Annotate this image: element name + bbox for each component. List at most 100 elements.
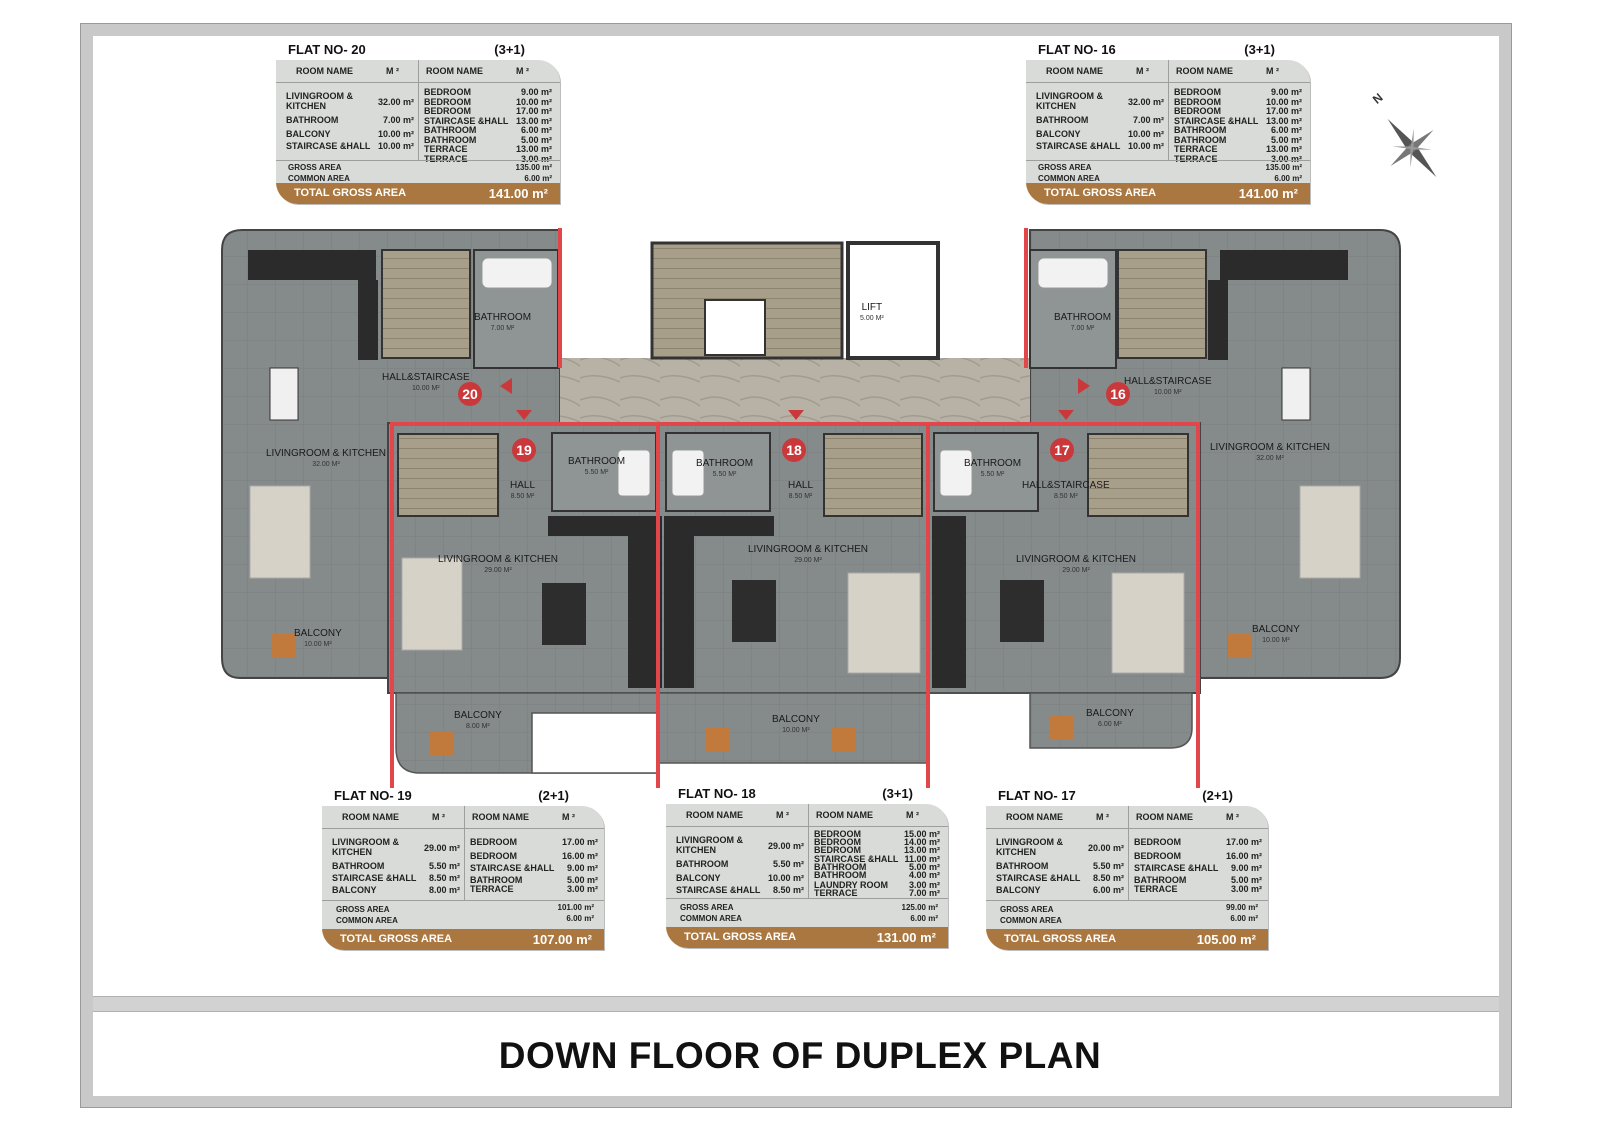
col-header-m2: M ² — [386, 66, 399, 76]
total-gross-area-bar: TOTAL GROSS AREA 141.00 m² — [276, 183, 560, 204]
col-header-room-name: ROOM NAME — [426, 66, 483, 76]
flat-number: FLAT NO- 20 — [288, 42, 366, 57]
flat-18-info: FLAT NO- 18 (3+1) ROOM NAME M ² ROOM NAM… — [666, 786, 948, 948]
col-header-m2: M ² — [562, 812, 575, 822]
col-header-room-name: ROOM NAME — [1006, 812, 1063, 822]
flat-20-info: FLAT NO- 20 (3+1) ROOM NAME M ² ROOM NAM… — [276, 42, 560, 204]
col-header-room-name: ROOM NAME — [686, 810, 743, 820]
col-header-m2: M ² — [1096, 812, 1109, 822]
flat-type: (3+1) — [882, 786, 913, 801]
unit-badge-16: 16 — [1106, 382, 1130, 406]
col-header-room-name: ROOM NAME — [342, 812, 399, 822]
floor-plan-drawing — [221, 228, 1401, 788]
col-header-room-name: ROOM NAME — [1176, 66, 1233, 76]
col-header-room-name: ROOM NAME — [296, 66, 353, 76]
unit-badge-18: 18 — [782, 438, 806, 462]
col-header-room-name: ROOM NAME — [1136, 812, 1193, 822]
col-header-m2: M ² — [776, 810, 789, 820]
north-arrow-icon: N — [1368, 90, 1448, 180]
col-header-room-name: ROOM NAME — [816, 810, 873, 820]
flat-type: (3+1) — [1244, 42, 1275, 57]
flat-19-info: FLAT NO- 19 (2+1) ROOM NAME M ² ROOM NAM… — [322, 788, 604, 950]
page-title: DOWN FLOOR OF DUPLEX PLAN — [498, 1035, 1102, 1076]
unit-badge-20: 20 — [458, 382, 482, 406]
col-header-m2: M ² — [1226, 812, 1239, 822]
col-header-m2: M ² — [1266, 66, 1279, 76]
flat-17-info: FLAT NO- 17 (2+1) ROOM NAME M ² ROOM NAM… — [986, 788, 1268, 950]
flat-type: (2+1) — [538, 788, 569, 803]
col-header-room-name: ROOM NAME — [472, 812, 529, 822]
title-divider — [93, 996, 1499, 1012]
flat-type: (2+1) — [1202, 788, 1233, 803]
flat-number: FLAT NO- 17 — [998, 788, 1076, 803]
col-header-m2: M ² — [1136, 66, 1149, 76]
unit-badge-17: 17 — [1050, 438, 1074, 462]
flat-number: FLAT NO- 19 — [334, 788, 412, 803]
total-gross-area-bar: TOTAL GROSS AREA 141.00 m² — [1026, 183, 1310, 204]
flat-16-info: FLAT NO- 16 (3+1) ROOM NAME M ² ROOM NAM… — [1026, 42, 1310, 204]
col-header-m2: M ² — [432, 812, 445, 822]
total-gross-area-bar: TOTAL GROSS AREA 107.00 m² — [322, 929, 604, 950]
flat-type: (3+1) — [494, 42, 525, 57]
col-header-m2: M ² — [516, 66, 529, 76]
compass-label: N — [1370, 90, 1386, 106]
flat-number: FLAT NO- 18 — [678, 786, 756, 801]
col-header-m2: M ² — [906, 810, 919, 820]
unit-badge-19: 19 — [512, 438, 536, 462]
flat-number: FLAT NO- 16 — [1038, 42, 1116, 57]
flat-18-balcony — [657, 692, 929, 764]
total-gross-area-bar: TOTAL GROSS AREA 105.00 m² — [986, 929, 1268, 950]
